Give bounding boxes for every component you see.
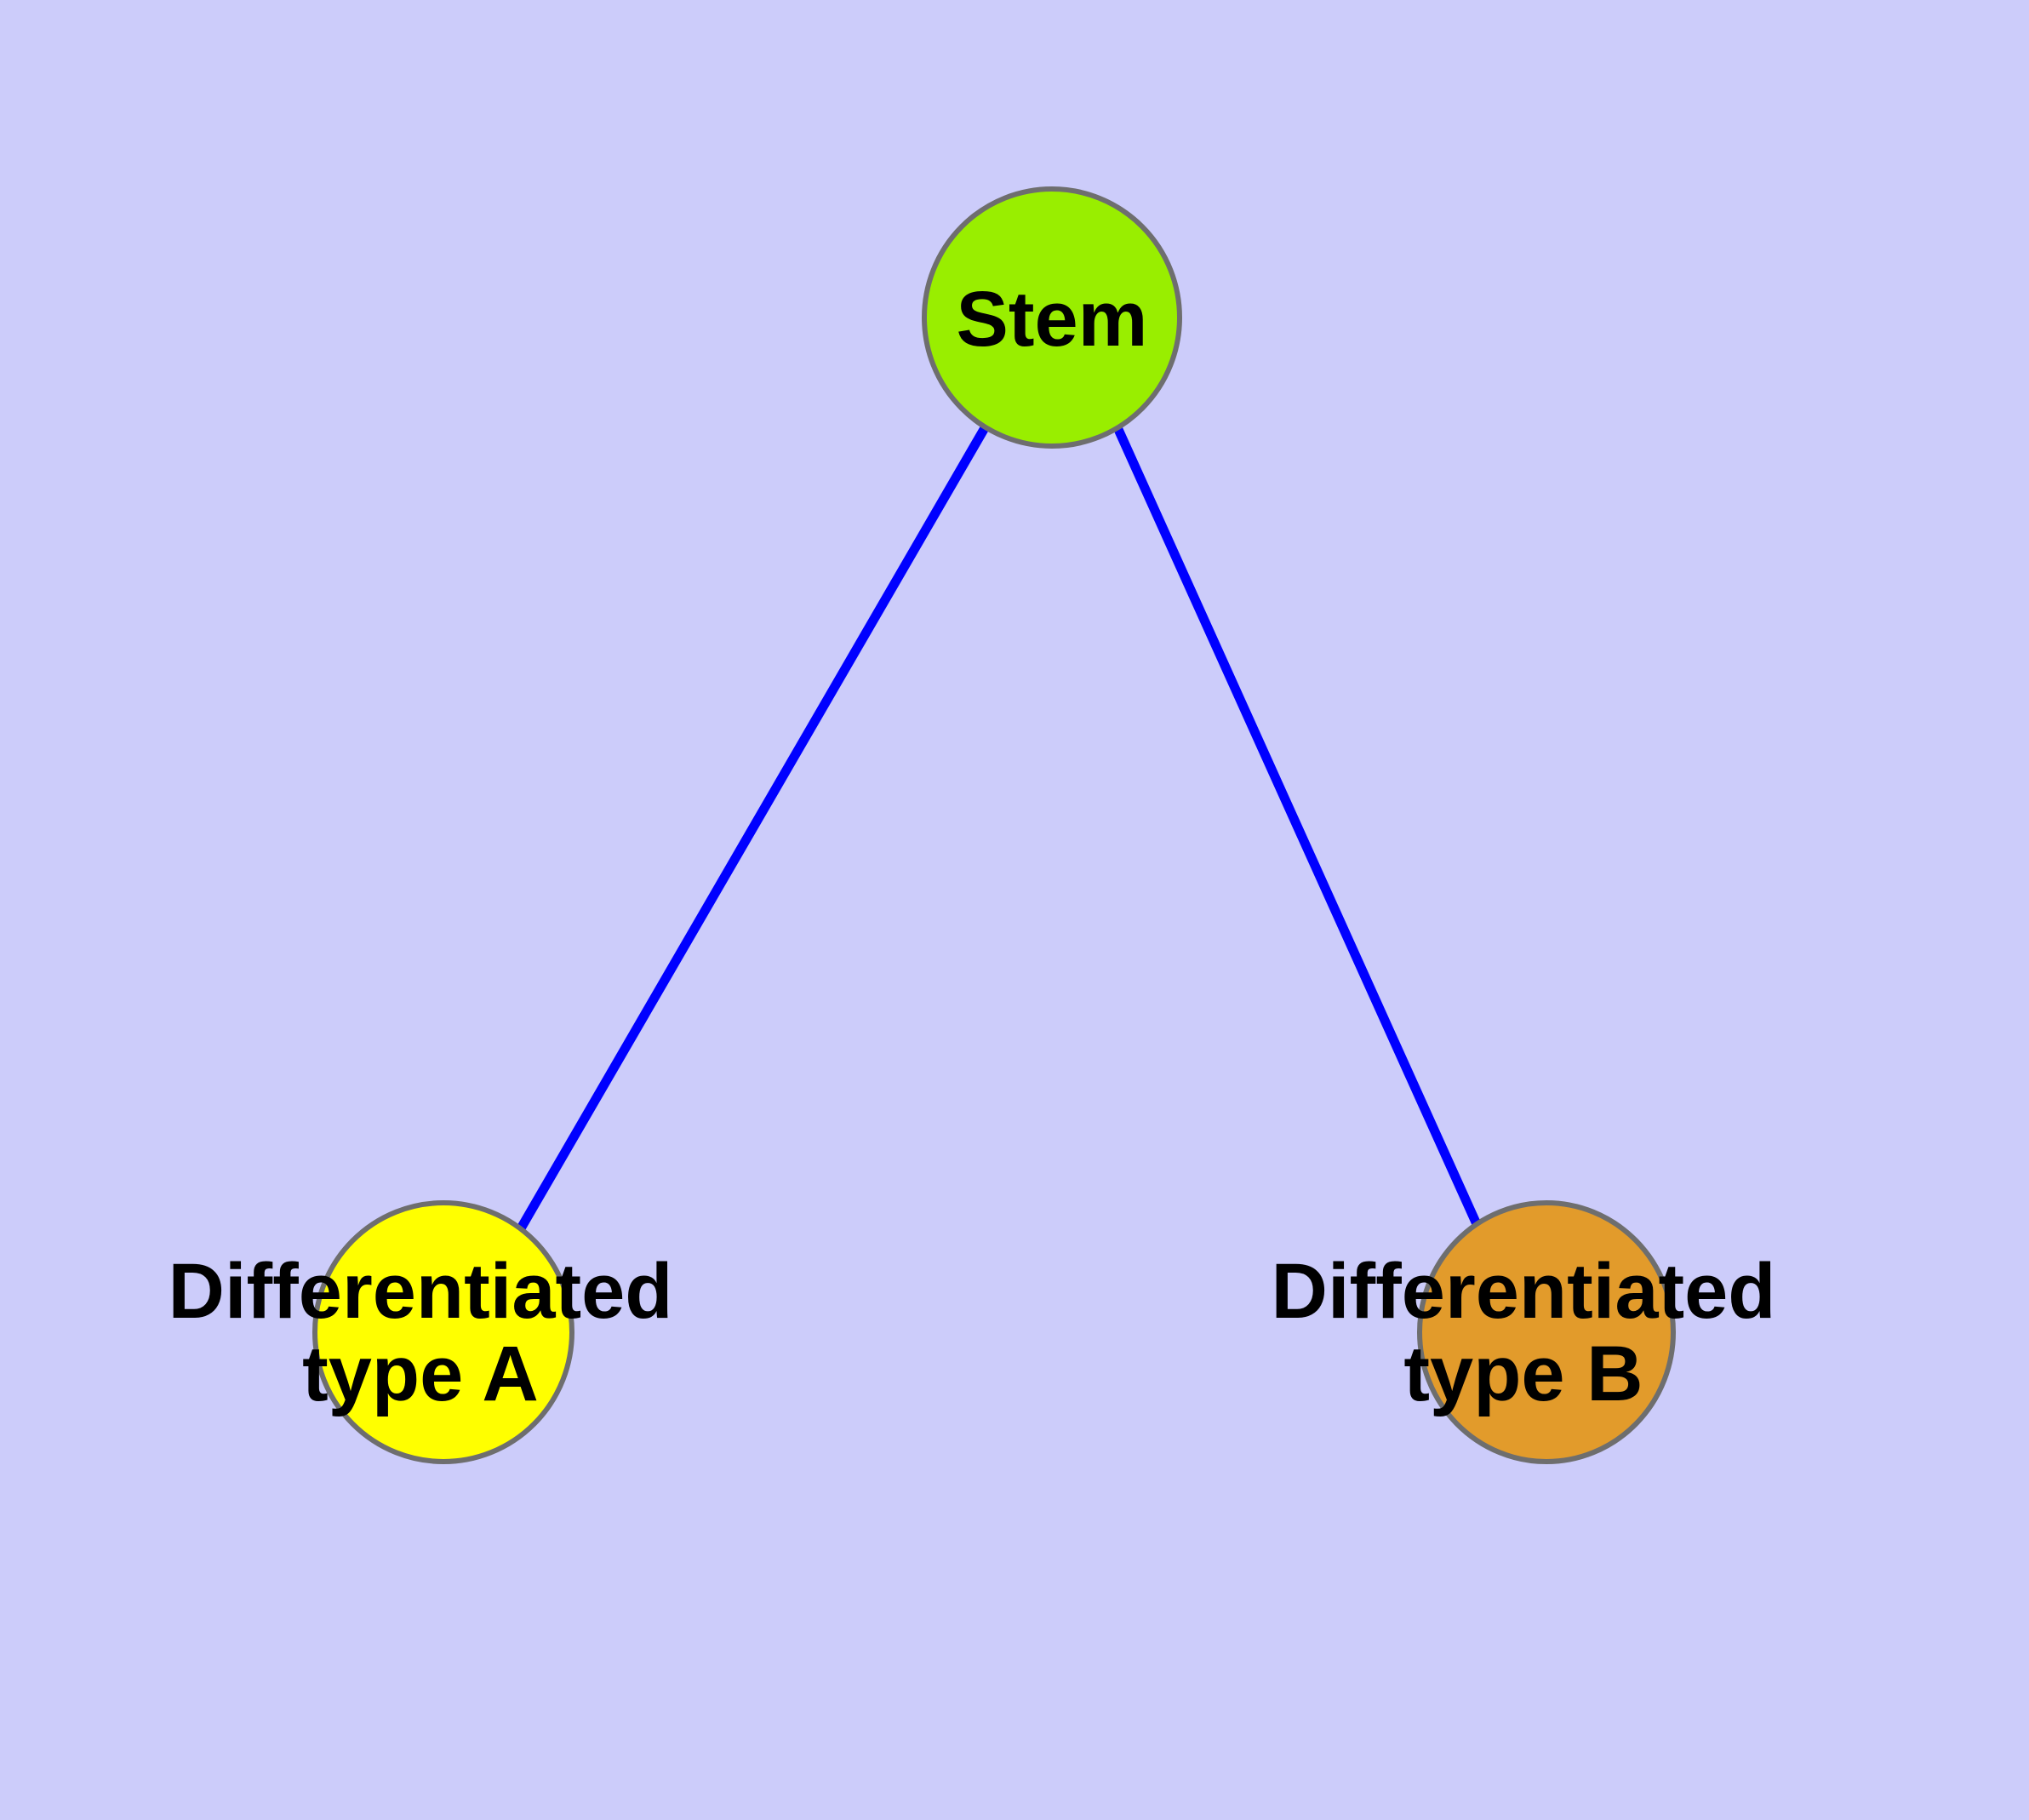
node-diff-b-circle[interactable] <box>1417 1200 1676 1464</box>
node-stem-label: Stem <box>957 276 1148 363</box>
node-stem[interactable] <box>922 186 1182 449</box>
node-diff-a-circle[interactable] <box>312 1200 574 1464</box>
edge-layer <box>517 423 1482 1231</box>
edge-stem-to-diff-b[interactable] <box>1112 423 1482 1227</box>
node-diff-a[interactable] <box>312 1200 574 1464</box>
node-diff-a-label-line2: type A <box>302 1331 539 1417</box>
node-diff-b[interactable] <box>1417 1200 1676 1464</box>
node-diff-a-label: Differentiated <box>169 1248 673 1335</box>
edge-stem-to-diff-a[interactable] <box>517 424 990 1231</box>
node-stem-circle[interactable] <box>922 186 1182 449</box>
node-layer <box>312 186 1676 1464</box>
node-diff-b-label-line2: type B <box>1403 1331 1643 1417</box>
node-diff-b-label: Differentiated <box>1272 1248 1776 1335</box>
label-layer: Stem Differentiated type A Differentiate… <box>169 276 1776 1417</box>
